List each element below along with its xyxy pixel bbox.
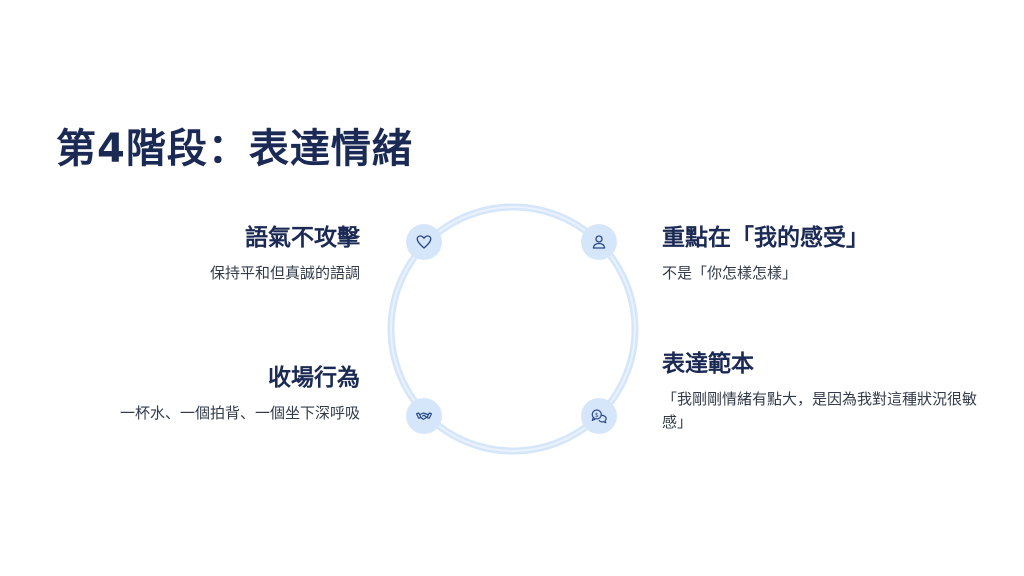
point-expression-template: 表達範本 「我剛剛情緒有點大，是因為我對這種狀況很敏感」 xyxy=(662,344,982,434)
handshake-icon-node xyxy=(406,398,442,434)
point-heading: 收場行為 xyxy=(268,365,360,391)
point-no-attack-tone: 語氣不攻擊 保持平和但真誠的語調 xyxy=(30,218,360,285)
point-heading: 語氣不攻擊 xyxy=(245,225,360,251)
point-text: 一杯水、一個拍背、一個坐下深呼吸 xyxy=(119,404,360,422)
slide-title: 第4階段：表達情緒 xyxy=(56,126,413,172)
point-heading: 表達範本 xyxy=(662,351,754,377)
person-icon-node xyxy=(581,224,617,260)
cycle-ring xyxy=(387,203,639,455)
point-text: 不是「你怎樣怎樣」 xyxy=(662,264,798,282)
svg-text:$: $ xyxy=(595,412,599,419)
person-icon xyxy=(592,235,606,249)
chat-bubbles-icon: $ xyxy=(591,409,607,424)
handshake-icon xyxy=(415,412,433,420)
point-focus-on-feelings: 重點在「我的感受」 不是「你怎樣怎樣」 xyxy=(662,218,992,285)
heart-icon xyxy=(416,235,432,249)
heart-icon-node xyxy=(406,224,442,260)
point-heading: 重點在「我的感受」 xyxy=(662,225,869,251)
chat-bubbles-icon-node: $ xyxy=(581,398,617,434)
point-closing-actions: 收場行為 一杯水、一個拍背、一個坐下深呼吸 xyxy=(30,358,360,425)
point-text: 「我剛剛情緒有點大，是因為我對這種狀況很敏感」 xyxy=(662,390,978,431)
point-text: 保持平和但真誠的語調 xyxy=(209,264,360,282)
